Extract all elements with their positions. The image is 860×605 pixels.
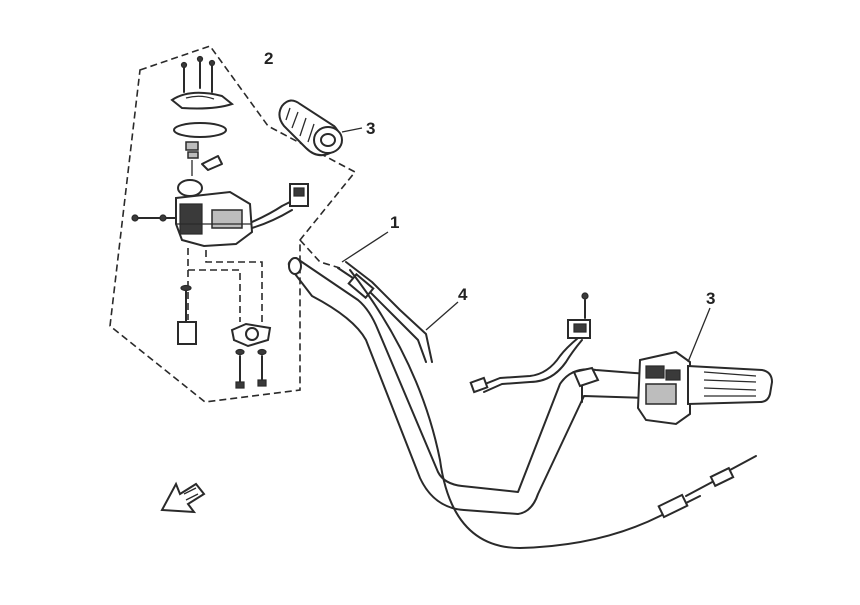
leader-4 <box>425 301 459 331</box>
leader-3-right <box>687 307 711 363</box>
switch-housing <box>175 179 254 248</box>
right-clamp-sensor <box>469 292 600 403</box>
switch-gasket <box>173 122 227 138</box>
callout-label-1: 1 <box>390 213 399 232</box>
callout-label-3-right: 3 <box>706 289 715 308</box>
switch-cover <box>170 91 235 110</box>
top-screws <box>180 55 216 93</box>
callout-label-3-top: 3 <box>366 119 375 138</box>
left-grip <box>278 99 343 157</box>
spring-parts <box>185 141 223 176</box>
side-screw <box>131 214 177 222</box>
cable-adjuster <box>657 455 757 519</box>
lower-fasteners <box>177 284 272 389</box>
switch-wiring <box>251 183 309 229</box>
leader-1 <box>341 231 389 263</box>
front-direction-arrow-icon <box>160 481 206 514</box>
leader-3-top <box>341 127 363 133</box>
callout-label-4: 4 <box>458 285 468 304</box>
right-switch-housing <box>636 350 691 426</box>
handlebar-tube <box>287 257 649 515</box>
right-throttle-grip <box>687 364 774 406</box>
throttle-cable <box>349 269 701 549</box>
alignment-guides <box>187 248 263 322</box>
callout-label-2: 2 <box>264 49 273 68</box>
